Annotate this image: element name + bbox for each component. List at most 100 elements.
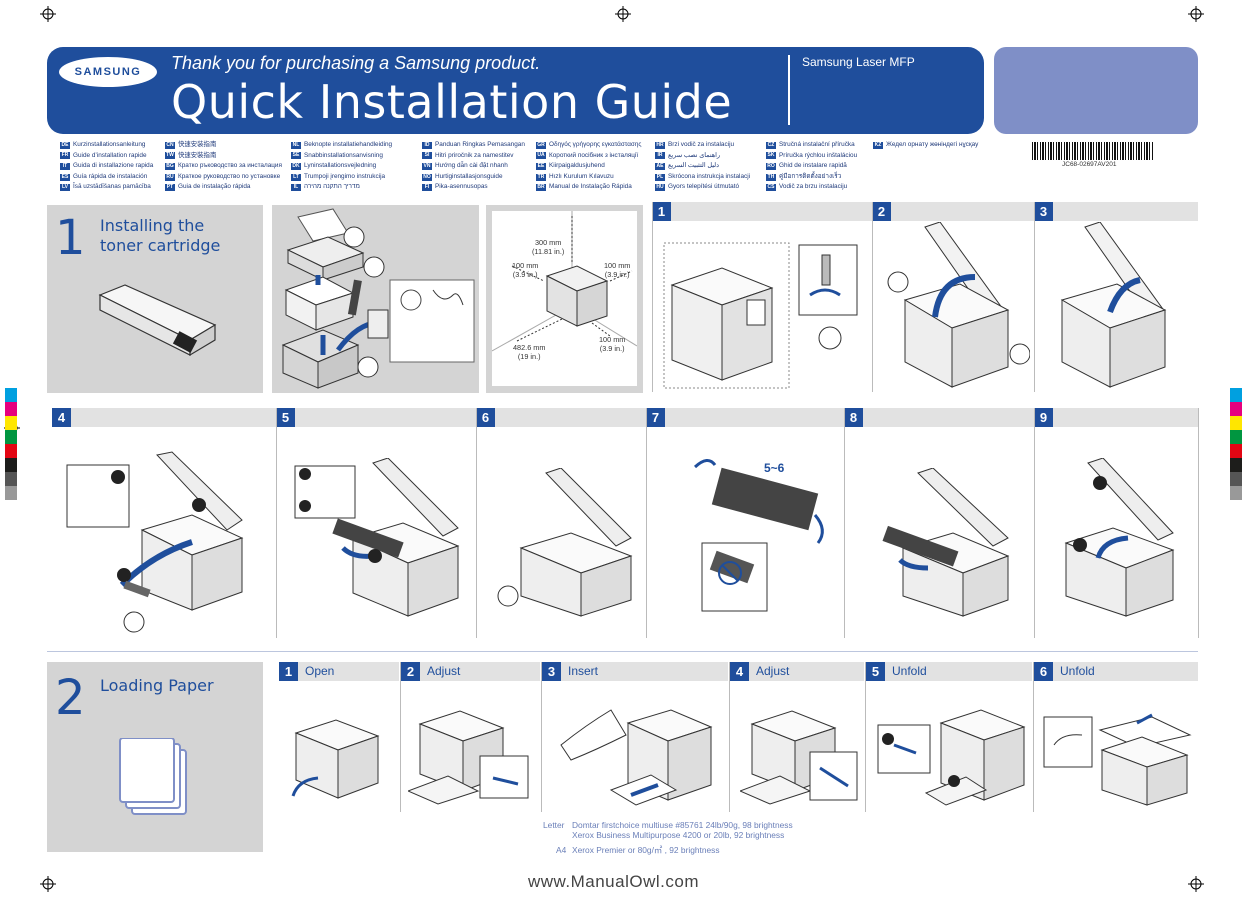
language-label: Краткое руководство по установке <box>178 172 280 183</box>
language-label: Кратко ръководство за инсталация <box>178 161 282 172</box>
clearance-right-inch: (3.9 in.) <box>604 270 630 279</box>
paper-step-bar-4: 4 Adjust <box>730 662 864 681</box>
language-code-badge: FR <box>60 152 70 159</box>
step-bar-3: 3 <box>1034 202 1198 221</box>
language-code-badge: SE <box>291 152 301 159</box>
language-code-badge: DE <box>60 142 70 149</box>
step-label: Insert <box>568 664 598 678</box>
paper-spec-letter-lines: Domtar firstchoice multiuse #85761 24lb/… <box>572 820 793 840</box>
language-code-badge: ES <box>60 174 70 181</box>
step-label: Open <box>305 664 334 678</box>
language-label: Skrócona instrukcja instalacji <box>668 172 750 183</box>
adjust-width-illustration <box>740 706 860 806</box>
paper-a4-line: Xerox Premier or 80g/㎡ , 92 brightness <box>572 845 720 855</box>
step-divider <box>476 408 477 638</box>
insert-paper-illustration <box>556 705 716 810</box>
step-number: 2 <box>872 202 891 221</box>
header-side-box <box>994 47 1198 134</box>
unfold-tray-illustration <box>876 705 1026 810</box>
scanner-open-illustration <box>880 222 1030 392</box>
paper-letter-line2: Xerox Business Multipurpose 4200 or 20lb… <box>572 830 793 840</box>
language-code-badge: ID <box>422 142 432 149</box>
step-number: 3 <box>542 662 561 681</box>
language-label: Īsā uzstādīšanas pamācība <box>73 182 151 193</box>
page-title: Quick Installation Guide <box>171 75 732 129</box>
step-number: 7 <box>646 408 665 427</box>
paper-step-bar-6: 6 Unfold <box>1034 662 1198 681</box>
step-bar-7: 7 <box>646 408 844 427</box>
language-code-badge: LT <box>291 174 301 181</box>
language-label: Príručka rýchlou inštaláciou <box>779 151 857 162</box>
language-code-badge: PL <box>655 174 665 181</box>
language-code-badge: GR <box>536 142 546 149</box>
paper-stack-icon <box>118 738 190 818</box>
language-label: Manual de Instalação Rápida <box>549 182 632 193</box>
clearance-back-inch: (3.9 in.) <box>599 344 625 353</box>
paper-letter-label: Letter <box>543 820 564 830</box>
scanner-close-illustration <box>1050 222 1190 392</box>
step-divider <box>276 408 277 638</box>
language-label: Guia de instalação rápida <box>178 182 250 193</box>
language-label: Guía rápida de instalación <box>73 172 147 183</box>
section1-title: Installing the toner cartridge <box>100 216 220 256</box>
step-number: 5 <box>276 408 295 427</box>
step-number: 4 <box>730 662 749 681</box>
language-code-badge: SI <box>422 152 432 159</box>
language-code-badge: HR <box>655 142 665 149</box>
header-banner: SAMSUNG Thank you for purchasing a Samsu… <box>47 47 984 134</box>
step-divider <box>1198 408 1199 638</box>
brand-text: SAMSUNG <box>75 66 142 78</box>
unboxing-illustration <box>278 205 478 390</box>
unfold-output-illustration <box>1042 705 1192 810</box>
clearance-right-label: 100 mm (3.9 in.) <box>604 261 630 279</box>
registration-mark-icon <box>1188 6 1204 22</box>
step-divider <box>872 202 873 392</box>
language-code-badge: CZ <box>766 142 776 149</box>
section2-title: Loading Paper <box>100 676 214 696</box>
language-code-badge: LV <box>60 184 70 191</box>
open-front-cover-illustration <box>62 450 262 635</box>
barcode-number: JC68-02697AV201 <box>1062 161 1116 168</box>
registration-mark-icon <box>40 876 56 892</box>
samsung-logo: SAMSUNG <box>59 57 157 87</box>
language-code-badge: KZ <box>873 142 883 149</box>
step-number: 4 <box>52 408 71 427</box>
language-code-badge: RO <box>766 163 776 170</box>
paper-step-bar-5: 5 Unfold <box>866 662 1032 681</box>
watermark-text: www.ManualOwl.com <box>528 872 699 892</box>
clearance-left-label: 100 mm (3.9 in.) <box>512 261 538 279</box>
clearance-left-inch: (3.9 in.) <box>512 270 538 279</box>
language-label: Короткий посібник з інсталяції <box>549 151 638 162</box>
clearance-front-inch: (19 in.) <box>513 352 545 361</box>
language-label: Οδηγός γρήγορης εγκατάστασης <box>549 140 642 151</box>
step-number: 1 <box>279 662 298 681</box>
step-number: 9 <box>1034 408 1053 427</box>
language-code-badge: IR <box>655 152 665 159</box>
close-cover-illustration <box>1058 458 1178 618</box>
language-code-badge: BR <box>536 184 546 191</box>
registration-mark-icon <box>615 6 631 22</box>
clearance-top-value: 300 mm <box>532 238 564 247</box>
insert-toner-illustration <box>868 468 1028 618</box>
step-bar-9: 9 <box>1034 408 1198 427</box>
language-code-badge: IT <box>60 163 70 170</box>
